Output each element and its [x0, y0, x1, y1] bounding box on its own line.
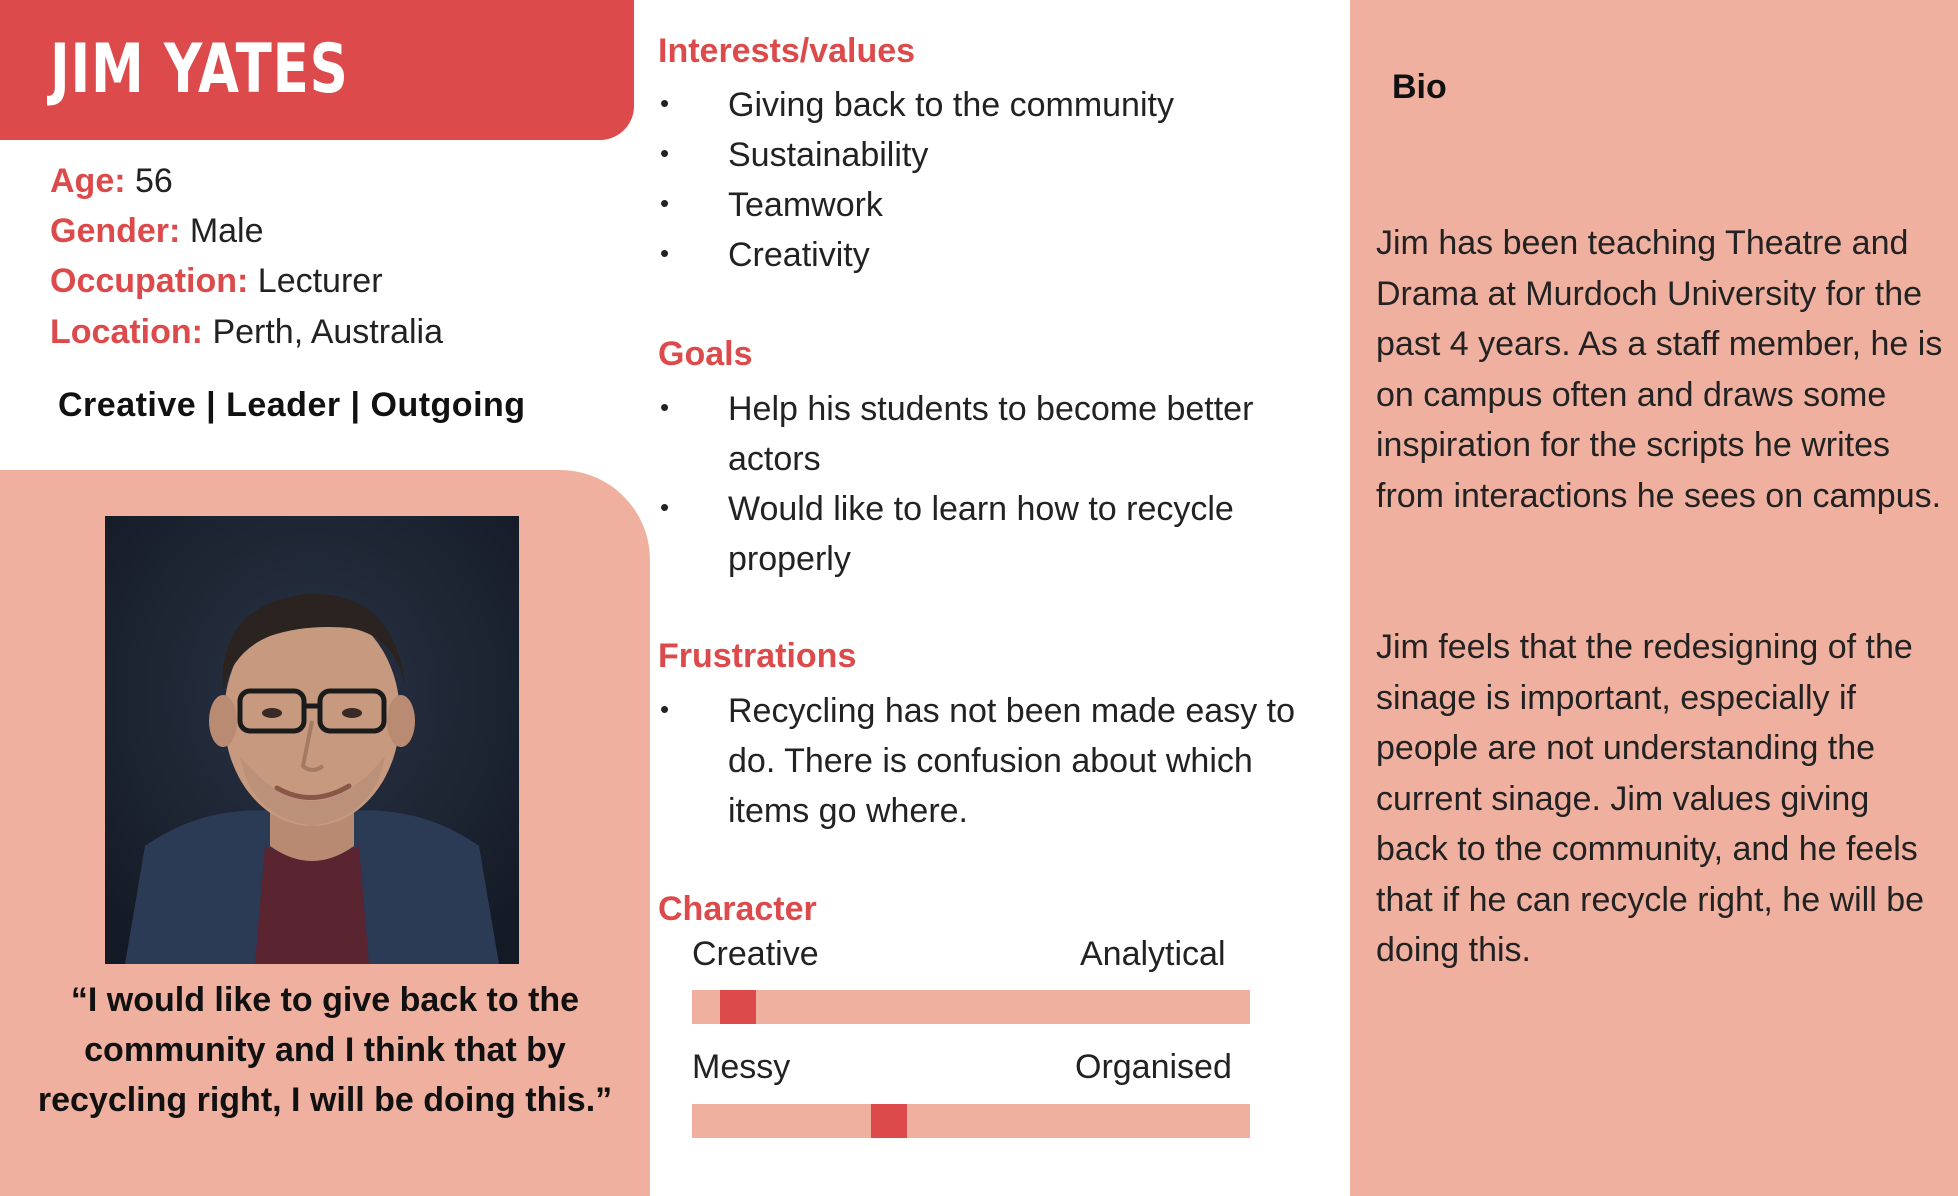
bullet-icon: •	[660, 694, 670, 724]
interest-item: Teamwork	[728, 186, 883, 224]
character-title: Character	[658, 890, 817, 928]
scale-marker	[871, 1104, 907, 1138]
persona-quote: “I would like to give back to the commun…	[37, 981, 613, 1119]
bullet-icon: •	[660, 188, 670, 218]
creative-analytical-scale	[692, 990, 1250, 1024]
bullet-icon: •	[660, 492, 670, 522]
name-banner: JIM YATES	[0, 0, 634, 140]
scale-marker	[720, 990, 756, 1024]
detail-label: Occupation:	[50, 262, 249, 300]
detail-value: Male	[189, 212, 264, 250]
detail-gender: Gender: Male	[50, 212, 264, 251]
persona-portrait-illustration	[105, 516, 519, 964]
detail-location: Location: Perth, Australia	[50, 313, 443, 352]
detail-value: 56	[135, 162, 173, 200]
bio-panel	[1350, 0, 1958, 1196]
bullet-icon: •	[660, 392, 670, 422]
detail-value: Lecturer	[257, 262, 383, 300]
bullet-icon: •	[660, 138, 670, 168]
bio-paragraph: Jim has been teaching Theatre and Drama …	[1376, 224, 1943, 515]
interest-item: Sustainability	[728, 136, 929, 174]
persona-photo	[105, 516, 519, 964]
scale-right-label: Analytical	[1080, 935, 1226, 973]
detail-label: Location:	[50, 313, 203, 351]
bio-paragraph: Jim feels that the redesigning of the si…	[1376, 628, 1925, 969]
frustrations-title: Frustrations	[658, 637, 857, 675]
interest-item: Giving back to the community	[728, 86, 1174, 124]
detail-label: Gender:	[50, 212, 181, 250]
messy-organised-scale	[692, 1104, 1250, 1138]
frustration-item: Recycling has not been made easy to do. …	[728, 692, 1296, 830]
bullet-icon: •	[660, 238, 670, 268]
interest-item: Creativity	[728, 236, 870, 274]
detail-value: Perth, Australia	[212, 313, 443, 351]
profile-info-box	[0, 140, 634, 470]
scale-right-label: Organised	[1075, 1048, 1232, 1086]
persona-traits: Creative | Leader | Outgoing	[58, 386, 526, 424]
detail-age: Age: 56	[50, 162, 173, 201]
interests-title: Interests/values	[658, 32, 916, 70]
goals-title: Goals	[658, 335, 753, 373]
scale-left-label: Creative	[692, 935, 819, 973]
persona-name: JIM YATES	[50, 30, 349, 109]
detail-occupation: Occupation: Lecturer	[50, 262, 383, 301]
goal-item: Would like to learn how to recycle prope…	[728, 490, 1234, 578]
goal-item: Help his students to become better actor…	[728, 390, 1254, 478]
bio-title: Bio	[1392, 68, 1447, 106]
bullet-icon: •	[660, 88, 670, 118]
detail-label: Age:	[50, 162, 126, 200]
scale-left-label: Messy	[692, 1048, 791, 1086]
